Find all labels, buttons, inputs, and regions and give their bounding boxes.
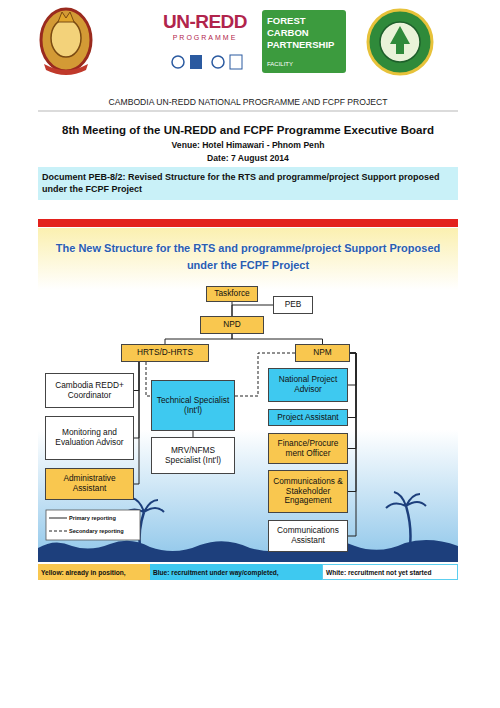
primary-reporting-line [232,334,323,344]
primary-reporting-line [165,334,232,344]
chart-title-background [38,228,458,290]
role-title: Administrative Assistant [48,474,131,493]
role-box: Cambodia REDD+ Coordinator [45,373,134,408]
un-redd-logo [172,55,242,69]
page-header: CAMBODIA UN-REDD NATIONAL PROGRAMME AND … [38,97,458,107]
emblem-ribbon [44,64,88,75]
legend-swatch: Blue: recruitment under way/completed, [150,564,322,580]
role-box: Project Assistant [268,409,348,426]
role-title: National Project Advisor [271,375,345,394]
emblem-tree [390,26,410,54]
emblem-ring [368,10,432,74]
logo-subtitle: FACILITY [267,61,341,67]
legend-text: Blue: recruitment under way/completed, [153,569,279,576]
role-box: Communications & Stakeholder Engagement [268,470,348,513]
primary-reporting-line [348,353,356,492]
primary-reporting-line [134,362,139,438]
agency-icon [230,55,242,69]
palm-fronds [386,492,426,508]
role-box: Monitoring and Evaluation Advisor [45,416,134,460]
role-title: NPM [313,348,331,358]
fcpf-logo-panel [262,10,346,73]
palm-trunk [406,506,411,546]
royal-emblem [41,9,91,75]
landscape-silhouette [38,540,458,562]
role-box: National Project Advisor [268,368,348,402]
legend-text: Yellow: already in position, [41,569,126,576]
primary-reporting-line [232,305,273,316]
logo-wordmark: UN-REDD [156,11,254,33]
primary-reporting-line [348,353,356,536]
role-box: Taskforce [206,286,258,302]
date-line: Date: 7 August 2014 [38,153,458,163]
header-rule [38,111,458,112]
role-title: HRTS/D-HRTS [137,348,193,358]
forestry-emblem [368,10,432,74]
primary-reporting-line [348,353,356,449]
primary-reporting-line [134,362,139,391]
role-box: MRV/NFMS Specialist (Int'l) [151,437,235,474]
role-title: Communications Assistant [271,526,345,545]
role-title: PEB [285,300,302,310]
meeting-heading: 8th Meeting of the UN-REDD and FCPF Prog… [38,124,458,136]
legend-text: White: recruitment not yet started [326,569,432,576]
role-box: Technical Specialist (Int'l) [151,380,235,431]
document-id-text: Document PEB-8/2: Revised Structure for … [42,172,454,195]
role-title: Communications & Stakeholder Engagement [271,477,345,506]
primary-reporting-line [348,353,356,418]
role-title: Taskforce [214,289,250,299]
role-title: Technical Specialist (Int'l) [154,396,232,415]
red-divider-bar [38,219,458,227]
agency-icon [172,56,184,68]
document-id-band: Document PEB-8/2: Revised Structure for … [38,167,458,200]
role-title: Cambodia REDD+ Coordinator [48,381,131,400]
legend-text: Secondary reporting [69,528,124,534]
emblem-ring [41,9,91,71]
legend-swatch: White: recruitment not yet started [322,564,458,580]
legend-box [46,510,140,540]
role-box: HRTS/D-HRTS [121,344,209,362]
emblem-crown [58,12,74,22]
emblem-core [380,22,420,62]
role-box: NPM [295,344,350,362]
role-title: NPD [223,320,241,330]
legend-swatch: Yellow: already in position, [38,564,150,580]
agency-icon [190,55,202,69]
emblem-core [51,19,81,57]
legend-dashed-sample [49,531,67,532]
role-box: Administrative Assistant [45,468,134,500]
role-title: Finance/Procure ment Officer [271,439,345,458]
venue-line: Venue: Hotel Himawari - Phnom Penh [38,140,458,150]
logo-wordmark: FOREST CARBON PARTNERSHIP [267,15,341,51]
role-box: NPD [200,316,264,334]
role-box: PEB [273,296,313,314]
role-box: Communications Assistant [268,520,348,552]
logo-subtitle: PROGRAMME [156,34,254,41]
chart-title: The New Structure for the RTS and progra… [48,240,448,274]
role-box: Finance/Procure ment Officer [268,433,348,464]
primary-reporting-line [134,362,139,484]
agency-icon [212,56,224,68]
role-title: Monitoring and Evaluation Advisor [48,428,131,447]
legend-solid-sample [49,518,67,519]
role-title: Project Assistant [277,413,338,423]
legend-text: Primary reporting [69,515,116,521]
role-title: MRV/NFMS Specialist (Int'l) [154,446,232,465]
